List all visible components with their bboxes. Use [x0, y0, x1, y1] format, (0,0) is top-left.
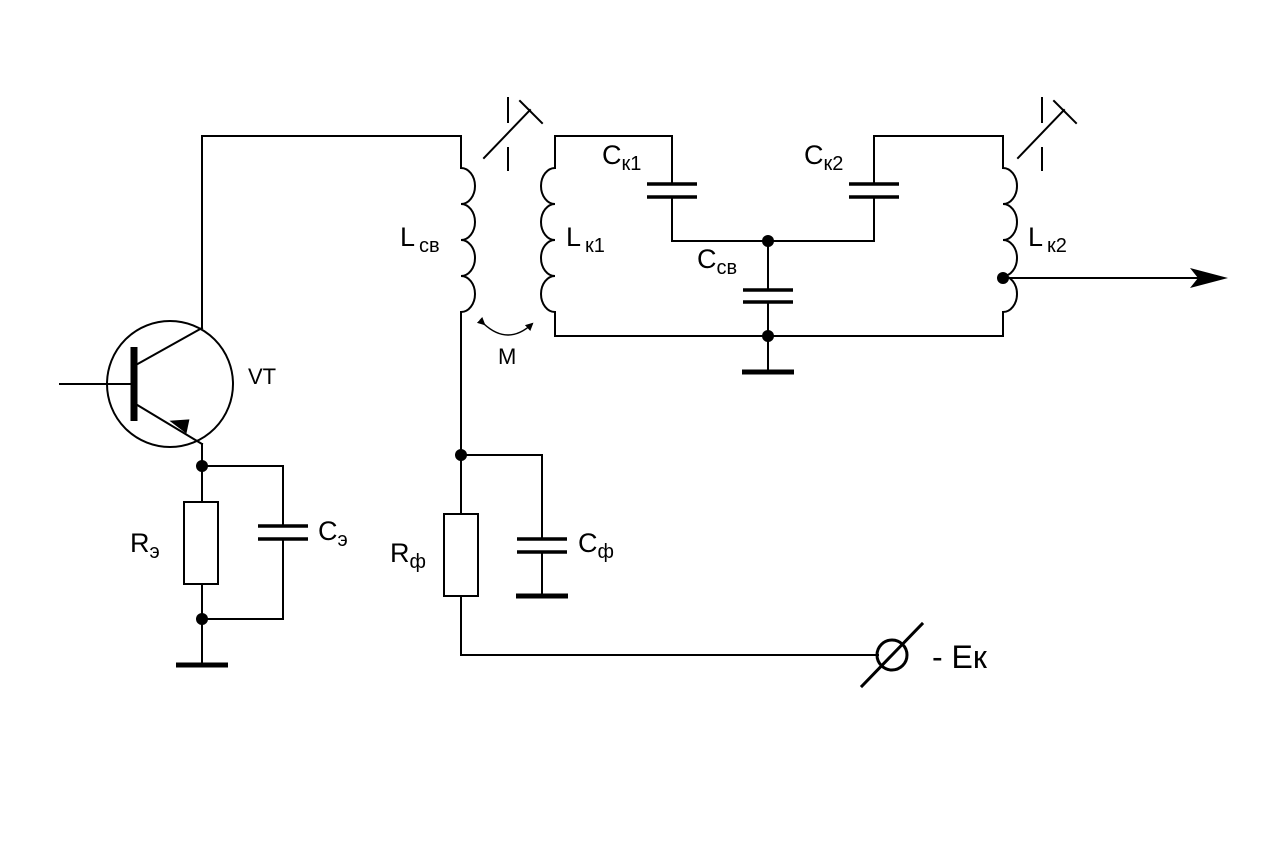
coupling-inductor	[459, 166, 476, 314]
label-ek: - Eк	[932, 639, 988, 675]
mutual-inductance-arrow	[476, 316, 534, 336]
label-ccb: Cсв	[697, 244, 737, 279]
trimmer-arrow	[482, 108, 532, 160]
label-ce: Cэ	[318, 516, 348, 551]
ck1-top-wire	[554, 135, 673, 183]
trimmer-cap	[518, 99, 544, 125]
junction-dot	[196, 613, 208, 625]
supply-line	[460, 595, 879, 656]
tank-inductor-1	[540, 166, 557, 314]
label-ck2: Cк2	[804, 140, 843, 175]
coupling-node-wire	[671, 198, 875, 242]
collector-lead	[132, 326, 204, 368]
supply-terminal	[875, 638, 909, 672]
trimmer-arrow	[1016, 108, 1066, 160]
filter-resistor	[443, 513, 479, 597]
ck2-top-wire	[873, 135, 1004, 183]
supply-terminal-slash	[859, 621, 925, 689]
output-arrow	[1190, 268, 1228, 288]
label-ck1: Cк1	[602, 140, 641, 175]
emitter-lead	[132, 401, 204, 446]
transistor-label: VT	[248, 364, 276, 389]
collector-wire	[201, 135, 462, 329]
emitter-arrow	[169, 419, 190, 434]
junction-dot	[762, 330, 774, 342]
label-cf: Cф	[578, 528, 614, 563]
transistor-vt: VT	[59, 320, 276, 448]
tank-inductor-2	[1001, 166, 1018, 314]
trimmer-cap	[1052, 99, 1078, 125]
ground-bus	[554, 311, 1004, 337]
emitter-resistor	[183, 501, 219, 585]
label-rf: Rф	[390, 538, 426, 573]
label-m: M	[498, 344, 516, 369]
label-re: Rэ	[130, 528, 160, 563]
